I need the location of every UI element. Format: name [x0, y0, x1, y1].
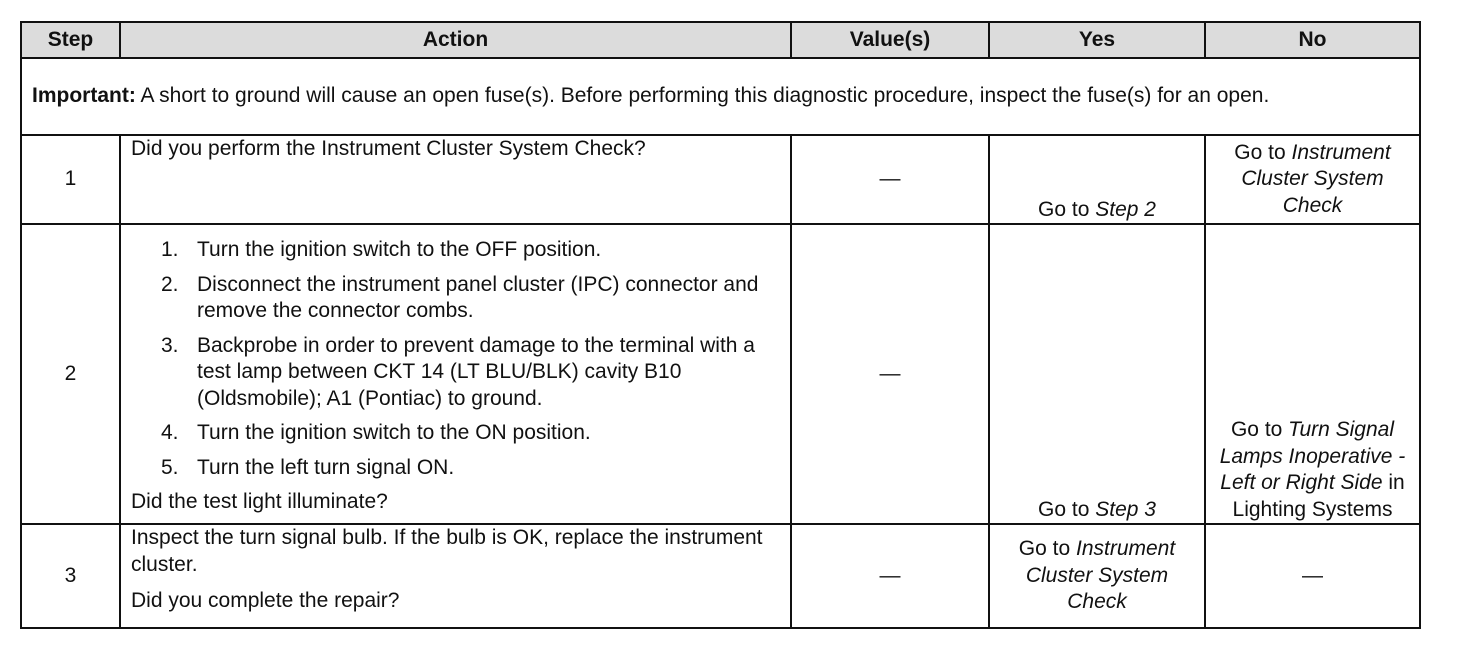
yes-prefix: Go to [1018, 537, 1076, 561]
substep-text: Turn the ignition switch to the ON posit… [197, 421, 591, 444]
step-no: Go to Instrument Cluster System Check [1204, 134, 1421, 225]
substep-list: 1. Turn the ignition switch to the OFF po… [131, 237, 780, 481]
step-yes: Go to Step 3 [988, 223, 1206, 525]
step-yes: Go to Instrument Cluster System Check [988, 523, 1206, 629]
yes-target: Step 3 [1095, 497, 1156, 521]
important-row: Important: A short to ground will cause … [20, 57, 1421, 136]
step-number: 3 [20, 523, 121, 629]
yes-target: Step 2 [1095, 197, 1156, 221]
list-item: 2. Disconnect the instrument panel cluste… [161, 272, 780, 325]
yes-target: Instrument Cluster System Check [1025, 537, 1176, 614]
list-item: 4. Turn the ignition switch to the ON pos… [161, 420, 780, 447]
table-row: 2 1. Turn the ignition switch to the OFF … [20, 223, 1421, 525]
header-action: Action [119, 21, 792, 59]
step-number: 1 [20, 134, 121, 225]
step-action: 1. Turn the ignition switch to the OFF po… [119, 223, 792, 525]
header-step: Step [20, 21, 121, 59]
substep-text: Turn the left turn signal ON. [197, 455, 455, 479]
substep-number: 5. [161, 455, 179, 479]
header-no: No [1204, 21, 1421, 59]
important-text: A short to ground will cause an open fus… [135, 84, 1270, 108]
action-question: Did you complete the repair? [131, 589, 400, 612]
yes-prefix: Go to [1038, 497, 1096, 521]
no-target: Turn Signal Lamps Inoperative - Left or … [1219, 418, 1406, 494]
no-target: Instrument Cluster System Check [1241, 140, 1391, 217]
header-row: Step Action Value(s) Yes No [20, 21, 1421, 59]
no-prefix: Go to [1234, 140, 1292, 164]
list-item: 3. Backprobe in order to prevent damage t… [161, 333, 780, 413]
header-values: Value(s) [790, 21, 990, 59]
substep-number: 1. [161, 238, 179, 261]
list-item: 5. Turn the left turn signal ON. [161, 455, 780, 482]
substep-text: Backprobe in order to prevent damage to … [197, 333, 755, 410]
step-value: — [790, 134, 990, 225]
yes-prefix: Go to [1038, 197, 1096, 221]
list-item: 1. Turn the ignition switch to the OFF po… [161, 237, 780, 264]
action-text: Did you perform the Instrument Cluster S… [131, 137, 646, 160]
table-row: 3 Inspect the turn signal bulb. If the b… [20, 523, 1421, 629]
substep-number: 4. [161, 421, 179, 444]
no-prefix: Go to [1230, 418, 1289, 441]
substep-text: Turn the ignition switch to the OFF posi… [197, 238, 602, 261]
important-note: Important: A short to ground will cause … [20, 57, 1421, 136]
substep-text: Disconnect the instrument panel cluster … [197, 272, 759, 323]
step-no: — [1204, 523, 1421, 629]
no-suffix: in Lighting Systems [1232, 471, 1405, 521]
step-number: 2 [20, 223, 121, 525]
table-row: 1 Did you perform the Instrument Cluster… [20, 134, 1421, 225]
step-value: — [790, 223, 990, 525]
step-value: — [790, 523, 990, 629]
substep-number: 2. [161, 272, 179, 296]
step-action: Did you perform the Instrument Cluster S… [119, 134, 792, 225]
substep-number: 3. [161, 333, 179, 357]
header-yes: Yes [988, 21, 1206, 59]
important-label: Important: [32, 84, 136, 108]
action-text: Inspect the turn signal bulb. If the bul… [131, 526, 763, 576]
step-action: Inspect the turn signal bulb. If the bul… [119, 523, 792, 629]
diagnostic-table: Step Action Value(s) Yes No Important: A… [20, 21, 1421, 629]
step-yes: Go to Step 2 [988, 134, 1206, 225]
action-question: Did the test light illuminate? [131, 490, 388, 513]
step-no: Go to Turn Signal Lamps Inoperative - Le… [1204, 223, 1421, 525]
